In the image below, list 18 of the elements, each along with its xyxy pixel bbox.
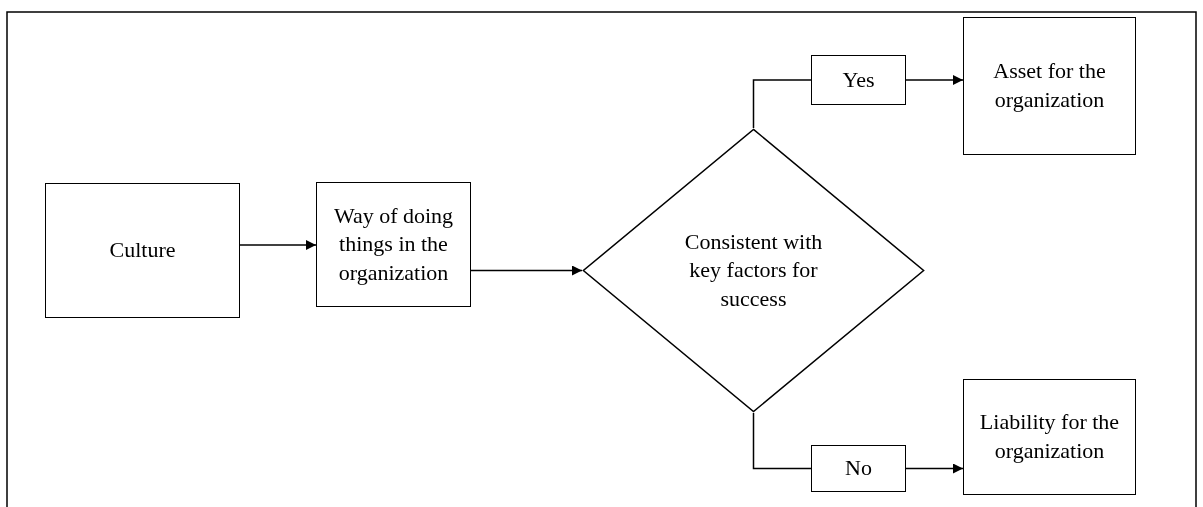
node-text: Asset for the organization xyxy=(992,57,1107,114)
decision-diamond xyxy=(582,128,925,413)
process-box xyxy=(811,445,906,492)
node-text: Way of doing things in the organization xyxy=(332,201,455,287)
node-text: Consistent with key factors for success xyxy=(683,227,824,313)
node-text: Yes xyxy=(841,65,876,94)
process-box xyxy=(316,182,471,307)
process-box xyxy=(811,55,906,105)
process-box xyxy=(963,17,1136,155)
node-text: No xyxy=(844,454,873,483)
process-box xyxy=(963,379,1136,495)
process-box xyxy=(45,183,240,318)
arrow xyxy=(239,240,317,250)
arrow xyxy=(470,265,583,276)
node-text: Liability for the organization xyxy=(978,408,1121,465)
arrow xyxy=(905,463,964,474)
node-text: Culture xyxy=(108,236,177,265)
arrow xyxy=(905,75,964,85)
